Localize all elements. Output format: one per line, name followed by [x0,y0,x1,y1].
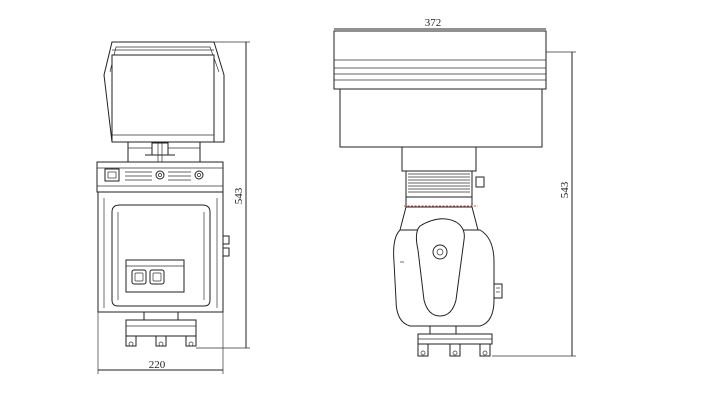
front-width-label: 220 [149,359,166,371]
front-view: 543 220 [96,41,250,374]
side-view: 372 543 [333,17,576,357]
side-housing [333,30,547,148]
front-neck [127,141,201,163]
side-height-label: 543 [559,181,571,198]
side-dimensions: 372 543 [334,17,576,357]
front-dimensions: 543 220 [97,41,250,374]
front-housing [103,41,225,143]
front-height-label: 543 [233,187,245,204]
side-yoke [393,218,503,327]
front-body [97,191,230,313]
side-width-label: 372 [425,17,442,29]
front-control-band [96,161,224,193]
side-neck [399,146,485,231]
front-base [125,311,197,347]
side-base [417,325,493,357]
